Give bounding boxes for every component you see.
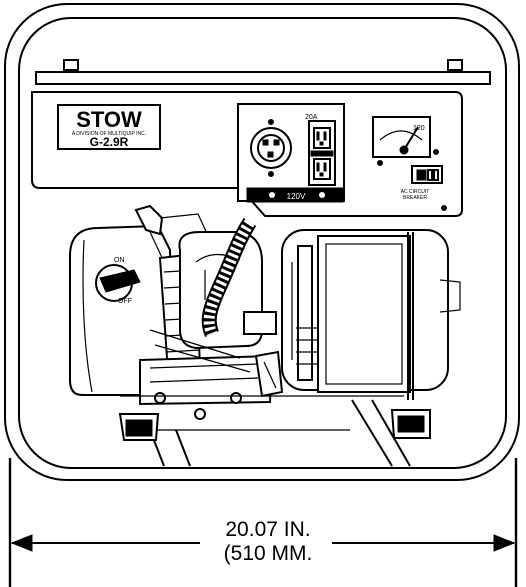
dimension-millimeters: (510 MM. [224, 542, 313, 565]
generator-frame [4, 3, 520, 481]
alternator [281, 229, 461, 400]
width-dimension: 20.07 IN. (510 MM. [8, 458, 518, 587]
dimension-inches: 20.07 IN. [225, 518, 310, 541]
voltmeter-scale: 120 [413, 125, 425, 132]
engine-switch-off-label: OFF [118, 298, 132, 305]
breaker-label-line1: AC CIRCUIT [401, 189, 430, 195]
dimension-arrow-right [493, 534, 516, 552]
breaker-label-line2: BREAKER [403, 195, 427, 201]
brand-logo: STOW [76, 107, 142, 132]
dimension-arrow-left [10, 534, 33, 552]
brand-plate: STOW A DIVISION OF MULTIQUIP INC. G-2.9R [57, 104, 161, 150]
vibration-mount-left [118, 413, 160, 441]
engine-switch-on-label: ON [114, 257, 125, 264]
engine-switch: ON OFF [95, 257, 141, 305]
control-panel: STOW A DIVISION OF MULTIQUIP INC. G-2.9R… [31, 91, 463, 217]
duplex-outlet: 20A [305, 114, 336, 186]
voltage-label: 120V [287, 192, 306, 201]
vibration-mount-right [390, 409, 431, 439]
voltmeter: 120 [372, 116, 439, 166]
model-number: G-2.9R [90, 135, 129, 149]
ac-circuit-breaker: AC CIRCUIT BREAKER [401, 165, 447, 211]
twist-lock-receptacle [250, 119, 292, 177]
brand-tagline: A DIVISION OF MULTIQUIP INC. [72, 131, 146, 137]
base-frame [118, 395, 431, 467]
receptacle-panel: 120V 20A [237, 103, 345, 203]
exhaust-hose [201, 217, 257, 337]
muffler [243, 311, 284, 398]
receptacle-rating: 20A [305, 114, 318, 121]
